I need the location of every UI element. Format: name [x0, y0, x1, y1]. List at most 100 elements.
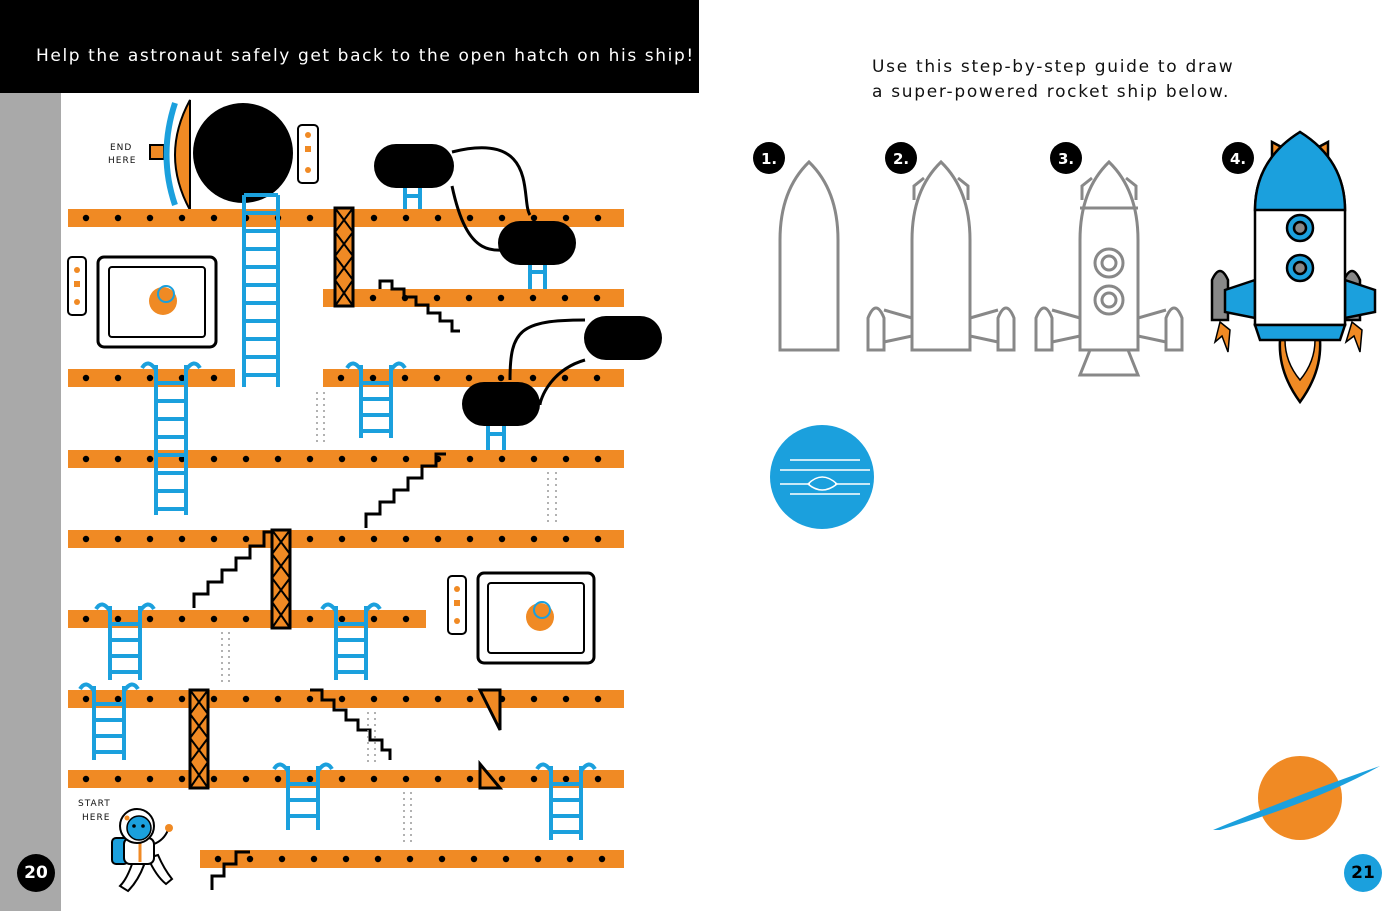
- platform: [68, 450, 624, 468]
- platform-rivet: [278, 855, 286, 863]
- platform-rivet: [561, 374, 569, 382]
- platform-rivet: [594, 455, 602, 463]
- rocket-drawing-guide: 1. 2. 3. 4.: [753, 130, 1380, 840]
- platform-rivet: [534, 855, 542, 863]
- hanging-chains: [221, 392, 557, 846]
- platform-rivet: [146, 374, 154, 382]
- step-3-marker: 3.: [1050, 142, 1082, 174]
- platform-rivet: [214, 855, 222, 863]
- platform-rivet: [530, 214, 538, 222]
- platform-rivet: [369, 374, 377, 382]
- platform-rivet: [402, 775, 410, 783]
- platform-rivet: [433, 374, 441, 382]
- platform-rivet: [82, 695, 90, 703]
- girders: [188, 206, 504, 790]
- platform-rivet: [529, 374, 537, 382]
- platform-rivet: [497, 294, 505, 302]
- platform-rivet: [338, 455, 346, 463]
- drawing-instruction: Use this step-by-step guide to draw a su…: [872, 55, 1234, 105]
- platform-rivet: [114, 535, 122, 543]
- platform-rivet: [82, 615, 90, 623]
- platform-rivet: [498, 775, 506, 783]
- girder-brace: [478, 759, 504, 790]
- platform-rivet: [338, 775, 346, 783]
- platform-rivet: [306, 455, 314, 463]
- platform-rivet: [146, 455, 154, 463]
- platform-rivet: [146, 615, 154, 623]
- staircase: [210, 850, 250, 890]
- platform-rivet: [178, 615, 186, 623]
- platform-rivet: [370, 535, 378, 543]
- girder: [270, 528, 292, 630]
- maze-instruction: Help the astronaut safely get back to th…: [36, 46, 695, 66]
- platform-rivet: [498, 535, 506, 543]
- staircase: [364, 452, 446, 528]
- rocket-step-2: [866, 159, 1016, 352]
- girder: [188, 688, 210, 790]
- page-sidebar: [0, 93, 61, 911]
- platform: [68, 530, 624, 548]
- platform-rivet: [594, 695, 602, 703]
- step-3-label: 3.: [1058, 150, 1074, 168]
- control-panel-icon: [297, 124, 319, 184]
- staircase: [310, 688, 392, 760]
- platform-rivet: [502, 855, 510, 863]
- platform-rivet: [561, 294, 569, 302]
- platform-rivet: [82, 374, 90, 382]
- left-page: Help the astronaut safely get back to th…: [0, 0, 699, 911]
- ladder: [140, 361, 202, 515]
- platform-rivet: [342, 855, 350, 863]
- platform-rivet: [465, 294, 473, 302]
- platform-rivet: [114, 455, 122, 463]
- platform-rivet: [146, 695, 154, 703]
- platform-rivet: [370, 455, 378, 463]
- platform-rivet: [593, 294, 601, 302]
- platform-rivet: [497, 374, 505, 382]
- ladder: [320, 602, 382, 680]
- staircase: [378, 279, 460, 333]
- platform-rivet: [370, 695, 378, 703]
- start-label-1: START: [78, 799, 111, 809]
- platform-rivet: [434, 775, 442, 783]
- start-label-2: HERE: [82, 813, 110, 823]
- platform-rivet: [438, 855, 446, 863]
- step-2-marker: 2.: [885, 142, 917, 174]
- ladder: [242, 193, 280, 387]
- platform-rivet: [370, 775, 378, 783]
- platform-rivet: [310, 855, 318, 863]
- ladders: [78, 183, 597, 840]
- platform-rivet: [406, 855, 414, 863]
- platform-rivet: [562, 695, 570, 703]
- tube-end: [374, 144, 454, 188]
- platform-rivet: [562, 535, 570, 543]
- platform-rivet: [146, 535, 154, 543]
- platform-rivet: [530, 695, 538, 703]
- astronaut: [111, 808, 174, 893]
- platform-rivet: [338, 695, 346, 703]
- platform-rivet: [434, 695, 442, 703]
- tube-end: [462, 382, 540, 426]
- platform-rivet: [433, 294, 441, 302]
- platform-rivet: [242, 455, 250, 463]
- tubes: [374, 144, 662, 426]
- end-label-1: END: [110, 143, 132, 153]
- platform-rivet: [210, 535, 218, 543]
- platform-rivet: [598, 855, 606, 863]
- platform-rivet: [274, 695, 282, 703]
- platform-rivet: [530, 535, 538, 543]
- step-1-marker: 1.: [753, 142, 785, 174]
- platform-rivet: [529, 294, 537, 302]
- rocket-step-1: [778, 159, 840, 352]
- platform-rivet: [210, 695, 218, 703]
- platform-rivet: [369, 294, 377, 302]
- platform-rivet: [178, 695, 186, 703]
- rocket-step-4: [1210, 130, 1377, 405]
- platform-rivet: [246, 855, 254, 863]
- platform-rivet: [470, 855, 478, 863]
- platform-rivet: [337, 374, 345, 382]
- staircase: [192, 530, 272, 608]
- drawing-instruction-line-2: a super-powered rocket ship below.: [872, 82, 1231, 102]
- platform-rivet: [114, 775, 122, 783]
- platform-rivet: [146, 214, 154, 222]
- platform-rivet: [210, 214, 218, 222]
